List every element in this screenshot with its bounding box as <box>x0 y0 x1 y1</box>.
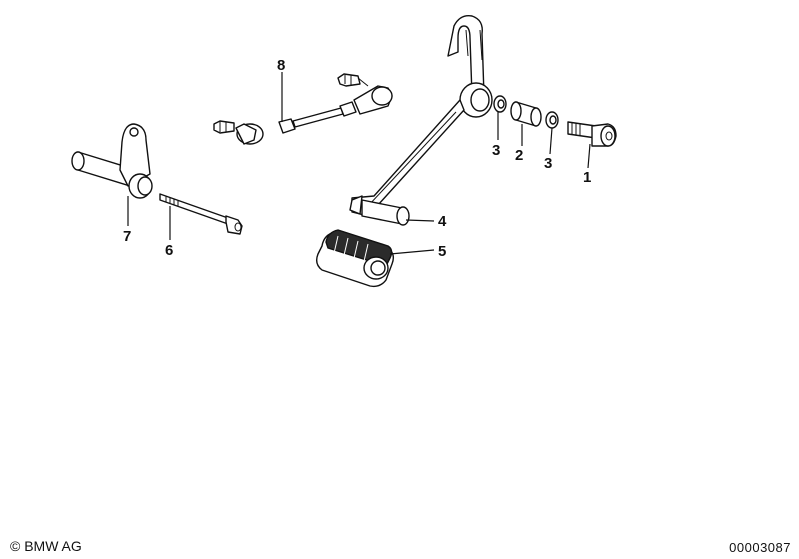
callout-1: 1 <box>583 169 591 186</box>
drawing-number: 00003087 <box>729 540 791 555</box>
gearshift-pedal-lever <box>349 15 493 226</box>
callout-3-right: 3 <box>544 155 552 172</box>
callout-2: 2 <box>515 147 523 164</box>
part-2-bushing <box>510 101 542 127</box>
part-7-shift-lever <box>71 123 153 199</box>
leader-lines <box>127 72 591 255</box>
callout-8: 8 <box>277 57 285 74</box>
part-5-pedal-rubber <box>315 229 395 288</box>
part-6-clamp-bolt <box>159 193 243 235</box>
part-3-washer-right <box>545 111 559 129</box>
callout-6: 6 <box>165 242 173 259</box>
callout-5: 5 <box>438 243 446 260</box>
callout-7: 7 <box>123 228 131 245</box>
part-1-shoulder-bolt <box>567 121 617 147</box>
callout-3-left: 3 <box>492 142 500 159</box>
part-3-washer-left <box>493 95 507 113</box>
copyright-label: © BMW AG <box>10 538 82 554</box>
part-8-shift-rod <box>213 73 393 145</box>
callout-4: 4 <box>438 213 447 230</box>
